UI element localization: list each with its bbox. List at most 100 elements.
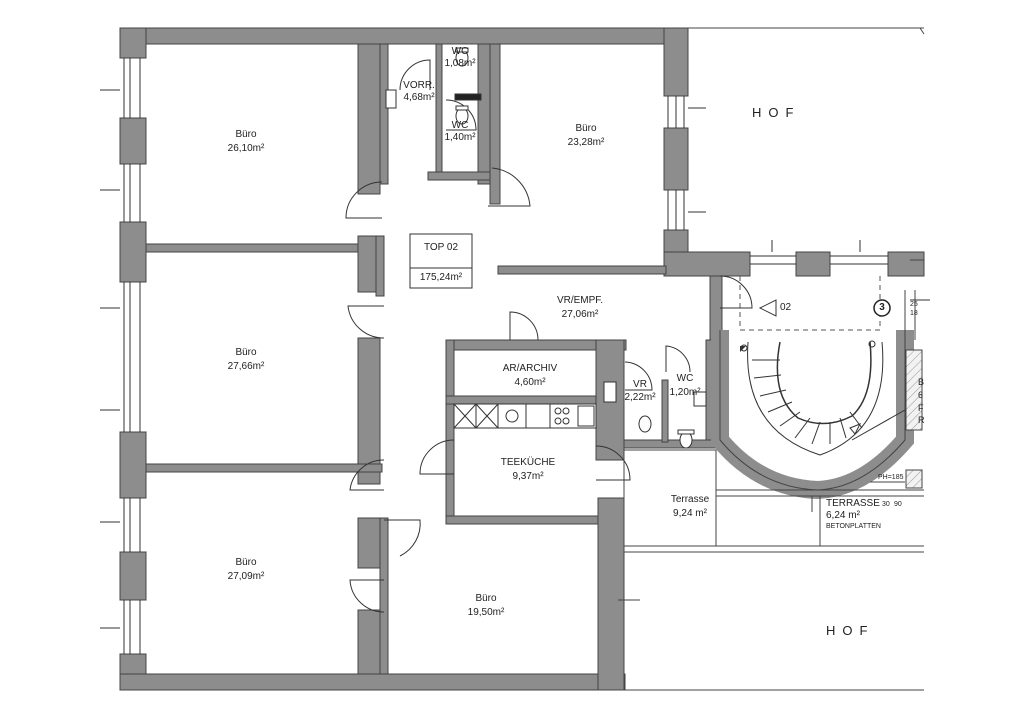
room-terrasse-1-name: Terrasse bbox=[670, 494, 710, 505]
dim-a: 25 bbox=[910, 301, 918, 308]
room-wc-1: WC 1,08m² bbox=[440, 46, 480, 70]
side-letter-2: 6 bbox=[918, 390, 924, 400]
kitchen-counter bbox=[453, 403, 597, 429]
room-wc-2-name: WC bbox=[451, 120, 469, 131]
wall-left-pier-2 bbox=[119, 221, 147, 283]
wall-right-pier bbox=[663, 127, 689, 191]
wall-top bbox=[119, 27, 689, 45]
room-wc-1-area: 1,08m² bbox=[444, 58, 476, 69]
side-letter-1: B bbox=[918, 377, 925, 387]
room-wc-3: WC 1,20m² bbox=[662, 372, 708, 400]
room-vr-small-area: 2,22m² bbox=[624, 392, 656, 403]
room-teekueche: TEEKÜCHE 9,37m² bbox=[486, 456, 570, 484]
room-buero-1-name: Büro bbox=[235, 129, 257, 140]
fixtures bbox=[385, 47, 707, 449]
stair-level-label: 02 bbox=[780, 302, 792, 313]
doors bbox=[345, 59, 930, 613]
room-wc-2-area: 1,40m² bbox=[444, 132, 476, 143]
dim-ph: PH=185 bbox=[878, 474, 904, 481]
unit-label: TOP 02 175,24m² bbox=[410, 240, 472, 286]
room-vorr-area: 4,68m² bbox=[403, 92, 435, 103]
wall-buero4-east-a bbox=[357, 517, 381, 569]
wall-buero2-west bbox=[489, 43, 501, 205]
wall-buero2-south bbox=[497, 265, 667, 275]
wall-buero1-south bbox=[145, 243, 383, 253]
room-vr-empf-area: 27,06m² bbox=[561, 309, 599, 320]
room-terrasse-1-area: 9,24 m² bbox=[673, 508, 707, 519]
wall-right-top bbox=[663, 27, 689, 97]
sink-wc3 bbox=[693, 391, 707, 407]
room-buero-2: Büro 23,28m² bbox=[546, 122, 626, 150]
room-wc-3-area: 1,20m² bbox=[669, 387, 701, 398]
dim-b: 18 bbox=[910, 310, 918, 317]
wall-ext-pier bbox=[795, 251, 831, 277]
windows-left bbox=[100, 58, 141, 654]
stair-number: 3 bbox=[879, 302, 885, 313]
wall-left-seg-1 bbox=[119, 27, 147, 59]
wall-ext-top bbox=[663, 251, 751, 277]
wall-left-pier-1 bbox=[119, 117, 147, 165]
room-buero-2-name: Büro bbox=[575, 123, 597, 134]
side-letter-3: F bbox=[918, 403, 924, 413]
room-vorr-name: VORR. bbox=[403, 80, 435, 91]
room-buero-4-name: Büro bbox=[235, 557, 257, 568]
room-terrasse-2-name: TERRASSE bbox=[826, 498, 880, 509]
room-archiv-area: 4,60m² bbox=[514, 377, 546, 388]
wall-buero3-east-b bbox=[357, 337, 381, 485]
room-wc-1-name: WC bbox=[451, 46, 469, 57]
room-vr-small: VR 2,22m² bbox=[618, 378, 662, 404]
wall-bottom bbox=[119, 673, 626, 691]
wall-corridor-east bbox=[375, 235, 385, 297]
wall-ext-right bbox=[887, 251, 925, 277]
room-buero-1: Büro 26,10m² bbox=[206, 128, 286, 156]
room-buero-3: Büro 27,66m² bbox=[206, 346, 286, 374]
courtyard-label-bottom: HOF bbox=[826, 623, 875, 638]
dim-c: 30 bbox=[882, 501, 890, 508]
room-buero-3-area: 27,66m² bbox=[227, 361, 265, 372]
room-terrasse-2-area: 6,24 m² bbox=[826, 510, 860, 521]
room-vorr: VORR. 4,68m² bbox=[396, 80, 442, 104]
courtyard-label-top: HOF bbox=[752, 105, 801, 120]
wall-bottom-right bbox=[597, 497, 625, 691]
wall-archiv-south bbox=[445, 395, 597, 405]
room-vr-empf: VR/EMPF. 27,06m² bbox=[540, 294, 620, 322]
room-terrasse-2-note: BETONPLATTEN bbox=[826, 523, 881, 530]
room-teekueche-area: 9,37m² bbox=[512, 471, 544, 482]
terrace-lines bbox=[618, 27, 925, 691]
room-buero-2-area: 23,28m² bbox=[567, 137, 605, 148]
room-wc-3-name: WC bbox=[676, 373, 694, 384]
room-buero-5: Büro 19,50m² bbox=[446, 592, 526, 620]
room-terrasse-2: TERRASSE 6,24 m² BETONPLATTEN bbox=[826, 498, 906, 531]
wall-buero3-south bbox=[145, 463, 383, 473]
room-terrasse-1: Terrasse 9,24 m² bbox=[650, 493, 730, 521]
room-buero-5-area: 19,50m² bbox=[467, 607, 505, 618]
room-archiv-name: AR/ARCHIV bbox=[502, 363, 558, 374]
outer-walls bbox=[119, 27, 925, 691]
wall-buero5-west bbox=[379, 517, 389, 675]
side-letter-4: R bbox=[918, 415, 925, 425]
room-buero-4: Büro 27,09m² bbox=[206, 556, 286, 584]
room-buero-1-area: 26,10m² bbox=[227, 143, 265, 154]
wall-wc-bottom bbox=[427, 171, 499, 181]
wall-wc3-bottom bbox=[623, 439, 721, 449]
wall-wc3-mid bbox=[661, 379, 669, 443]
wall-archiv-east bbox=[595, 339, 625, 461]
sink-vr bbox=[603, 381, 617, 403]
wall-archiv-west bbox=[445, 339, 455, 521]
room-vr-empf-name: VR/EMPF. bbox=[556, 295, 604, 306]
terrace-edge-hatch bbox=[905, 469, 923, 489]
wall-buero1-east-a bbox=[357, 43, 381, 195]
unit-label-box bbox=[409, 233, 473, 289]
wall-buero4-east-b bbox=[357, 609, 381, 675]
sink-vorr bbox=[385, 89, 397, 109]
windows-right bbox=[667, 96, 888, 265]
wall-kitchen-south bbox=[445, 515, 599, 525]
stair-landing-hatch bbox=[905, 349, 923, 431]
room-archiv: AR/ARCHIV 4,60m² bbox=[488, 362, 572, 390]
unit-area: 175,24m² bbox=[419, 272, 463, 283]
room-buero-5-name: Büro bbox=[475, 593, 497, 604]
room-vr-small-name: VR bbox=[633, 379, 647, 390]
dim-d: 90 bbox=[894, 501, 902, 508]
toilet-3 bbox=[638, 415, 652, 433]
